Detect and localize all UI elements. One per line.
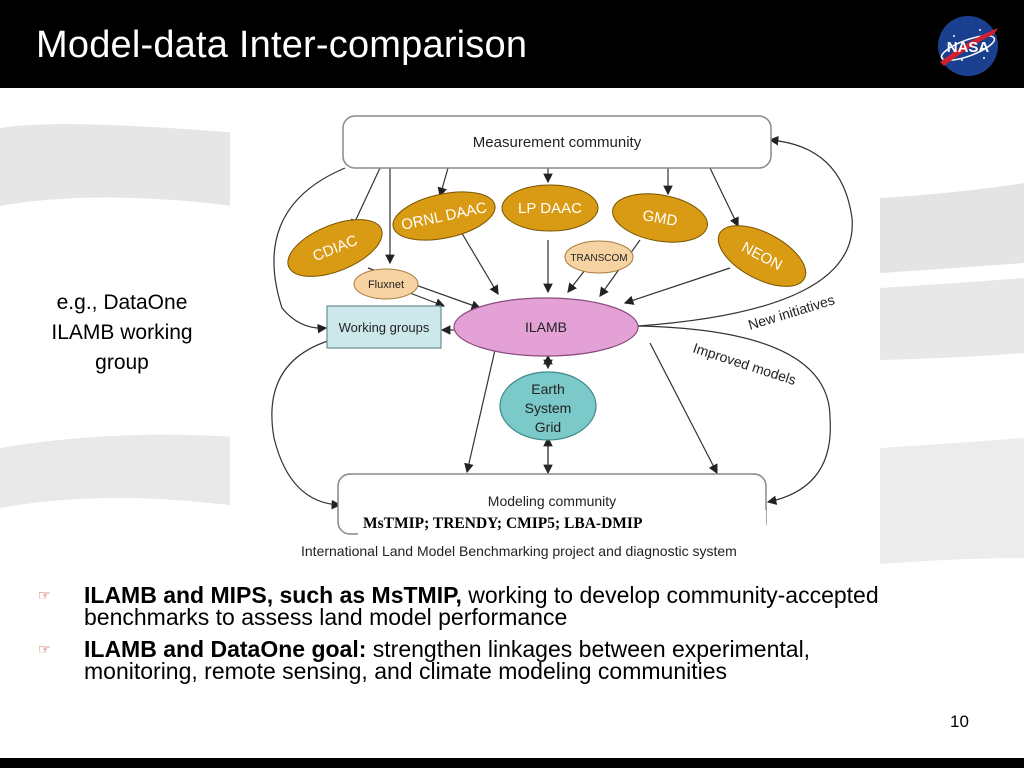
earth-system-grid-line1: Earth bbox=[531, 381, 564, 397]
working-groups-label: Working groups bbox=[339, 320, 430, 335]
system-caption: International Land Model Benchmarking pr… bbox=[301, 543, 737, 559]
ornl-daac-node: ORNL DAAC bbox=[392, 191, 496, 241]
side-note-line: ILAMB working bbox=[51, 321, 193, 344]
new-initiatives-label: New initiatives bbox=[746, 291, 836, 332]
fluxnet-node: Fluxnet bbox=[353, 268, 419, 300]
bullet-bold: ILAMB and DataOne goal: bbox=[84, 636, 367, 662]
ilamb-label: ILAMB bbox=[525, 319, 567, 335]
modeling-community-label: Modeling community bbox=[488, 493, 616, 509]
bullet-item: ☞ ILAMB and DataOne goal: strengthen lin… bbox=[38, 636, 918, 684]
cdiac-node: CDIAC bbox=[287, 219, 383, 277]
lp-daac-node: LP DAAC bbox=[501, 184, 599, 232]
pointing-hand-icon: ☞ bbox=[38, 641, 51, 657]
bullet-text: working to develop community-accepted be… bbox=[84, 582, 879, 630]
earth-system-grid-line2: System bbox=[525, 400, 572, 416]
bottom-bar bbox=[0, 758, 1024, 768]
transcom-node: TRANSCOM bbox=[564, 240, 634, 274]
nasa-logo-icon: NASA bbox=[938, 16, 998, 76]
ilamb-node bbox=[453, 297, 639, 357]
bullet-bold: ILAMB and MIPS, such as MsTMIP, bbox=[84, 582, 462, 608]
working-groups-box bbox=[326, 305, 442, 349]
background-swooshes bbox=[0, 124, 1024, 564]
gmd-node: GMD bbox=[612, 193, 708, 243]
neon-node: NEON bbox=[717, 225, 807, 287]
earth-system-grid-line3: Grid bbox=[535, 419, 561, 435]
projects-caption: MsTMIP; TRENDY; CMIP5; LBA-DMIP bbox=[363, 515, 643, 532]
pointing-hand-icon: ☞ bbox=[38, 587, 51, 603]
bullet-text: strengthen linkages between experimental… bbox=[84, 636, 811, 684]
transcom-label: TRANSCOM bbox=[570, 253, 627, 264]
earth-system-grid-node bbox=[499, 371, 597, 441]
slide-title: Model-data Inter-comparison bbox=[36, 24, 528, 66]
side-note-line: e.g., DataOne bbox=[56, 291, 188, 314]
side-note: e.g., DataOne ILAMB working group bbox=[24, 288, 220, 378]
svg-text:NASA: NASA bbox=[947, 39, 990, 56]
slide-number: 10 bbox=[950, 712, 969, 731]
measurement-community-box bbox=[342, 115, 772, 169]
gmd-label: GMD bbox=[641, 207, 679, 230]
title-bar: Model-data Inter-comparison NASA bbox=[0, 0, 1024, 88]
measurement-community-label: Measurement community bbox=[473, 134, 642, 151]
side-note-line: group bbox=[95, 351, 149, 374]
fluxnet-label: Fluxnet bbox=[368, 279, 404, 291]
lp-daac-label: LP DAAC bbox=[518, 200, 582, 217]
ilamb-diagram: Measurement community CDIAC ORNL DAAC LP… bbox=[230, 98, 880, 582]
bullet-list: ☞ ILAMB and MIPS, such as MsTMIP, workin… bbox=[38, 584, 918, 692]
bullet-item: ☞ ILAMB and MIPS, such as MsTMIP, workin… bbox=[38, 582, 918, 630]
improved-models-label: Improved models bbox=[691, 340, 798, 388]
